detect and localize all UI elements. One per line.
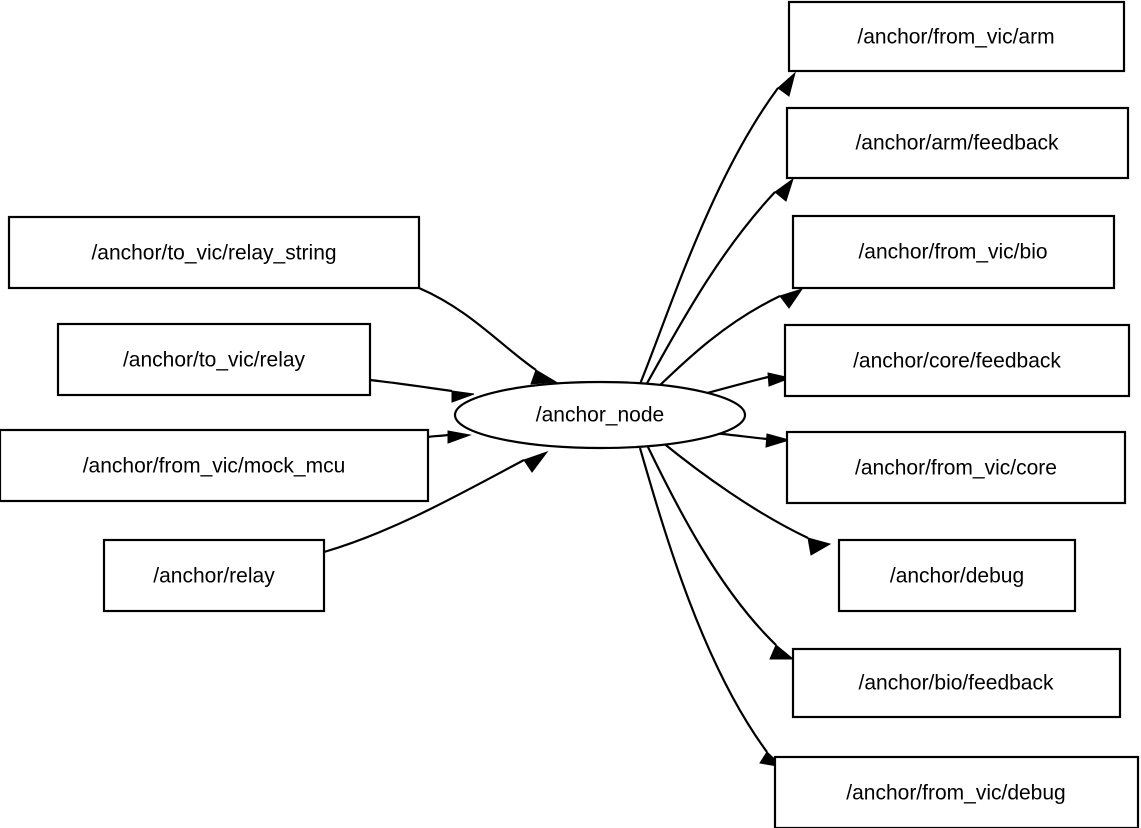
node-anchor-from-vic-bio[interactable]: /anchor/from_vic/bio <box>791 214 1116 290</box>
node-box[interactable] <box>7 215 421 290</box>
edge-line <box>645 191 776 386</box>
node-box[interactable] <box>787 0 1126 73</box>
node-box[interactable] <box>785 430 1127 505</box>
edge-mock-mcu-to-anchor-node[interactable] <box>427 430 472 444</box>
arrowhead-icon <box>774 177 794 202</box>
edge-line <box>654 295 781 391</box>
arrowhead-icon <box>767 372 792 387</box>
edge-anchor-node-to-from-vic-debug[interactable] <box>638 447 785 768</box>
node-anchor-arm-feedback[interactable]: /anchor/arm/feedback <box>785 106 1130 180</box>
node-ellipse[interactable] <box>453 380 747 450</box>
arrowhead-icon <box>777 71 796 97</box>
incoming-edges-group <box>323 286 558 554</box>
node-anchor-node[interactable]: /anchor_node <box>453 380 747 450</box>
edge-anchor-node-to-arm-feedback[interactable] <box>645 177 794 386</box>
node-anchor-to-vic-relay-string[interactable]: /anchor/to_vic/relay_string <box>7 215 421 290</box>
arrowhead-icon <box>447 430 472 444</box>
edge-line <box>369 378 453 393</box>
edge-anchor-node-to-core-feedback[interactable] <box>699 372 792 397</box>
edge-anchor-node-to-bio-feedback[interactable] <box>647 446 795 660</box>
arrowhead-icon <box>769 644 795 660</box>
node-anchor-bio-feedback[interactable]: /anchor/bio/feedback <box>791 647 1122 719</box>
outgoing-edges-group <box>638 71 832 768</box>
node-box[interactable] <box>102 538 326 613</box>
arrowhead-icon <box>451 390 475 403</box>
node-box[interactable] <box>773 755 1140 828</box>
edge-line <box>638 87 779 385</box>
edge-line <box>427 433 449 439</box>
node-anchor-from-vic-mock-mcu[interactable]: /anchor/from_vic/mock_mcu <box>0 428 430 503</box>
arrowhead-icon <box>779 288 804 309</box>
node-anchor-to-vic-relay[interactable]: /anchor/to_vic/relay <box>56 322 372 397</box>
node-anchor-from-vic-debug[interactable]: /anchor/from_vic/debug <box>773 755 1140 828</box>
node-box[interactable] <box>791 647 1122 719</box>
node-box[interactable] <box>56 322 372 397</box>
edge-anchor-node-to-from-vic-arm[interactable] <box>638 71 796 385</box>
edge-line <box>638 447 768 753</box>
arrowhead-icon <box>530 369 558 385</box>
edge-line <box>661 441 809 539</box>
arrowhead-icon <box>523 450 549 473</box>
publisher-topic-nodes: /anchor/to_vic/relay_string /anchor/to_v… <box>0 215 430 613</box>
edge-anchor-node-to-from-vic-bio[interactable] <box>654 288 804 391</box>
node-anchor-relay[interactable]: /anchor/relay <box>102 538 326 613</box>
edge-relay-string-to-anchor-node[interactable] <box>418 286 558 385</box>
edge-line <box>699 375 769 397</box>
arrowhead-icon <box>807 537 832 556</box>
node-box[interactable] <box>783 323 1131 398</box>
edge-line <box>323 459 525 554</box>
edge-line <box>418 286 537 371</box>
node-anchor-debug[interactable]: /anchor/debug <box>837 538 1077 613</box>
edge-line <box>647 446 777 646</box>
node-box[interactable] <box>0 428 430 503</box>
edge-anchor-node-to-debug[interactable] <box>661 441 832 556</box>
subscriber-topic-nodes: /anchor/from_vic/arm /anchor/arm/feedbac… <box>773 0 1140 828</box>
arrowhead-icon <box>765 433 791 448</box>
node-box[interactable] <box>837 538 1077 613</box>
node-anchor-from-vic-arm[interactable]: /anchor/from_vic/arm <box>787 0 1126 73</box>
node-box[interactable] <box>785 106 1130 180</box>
edge-relay-to-anchor-node[interactable] <box>323 450 549 554</box>
node-anchor-core-feedback[interactable]: /anchor/core/feedback <box>783 323 1131 398</box>
edge-to-vic-relay-to-anchor-node[interactable] <box>369 378 475 403</box>
node-anchor-from-vic-core[interactable]: /anchor/from_vic/core <box>785 430 1127 505</box>
node-box[interactable] <box>791 214 1116 290</box>
